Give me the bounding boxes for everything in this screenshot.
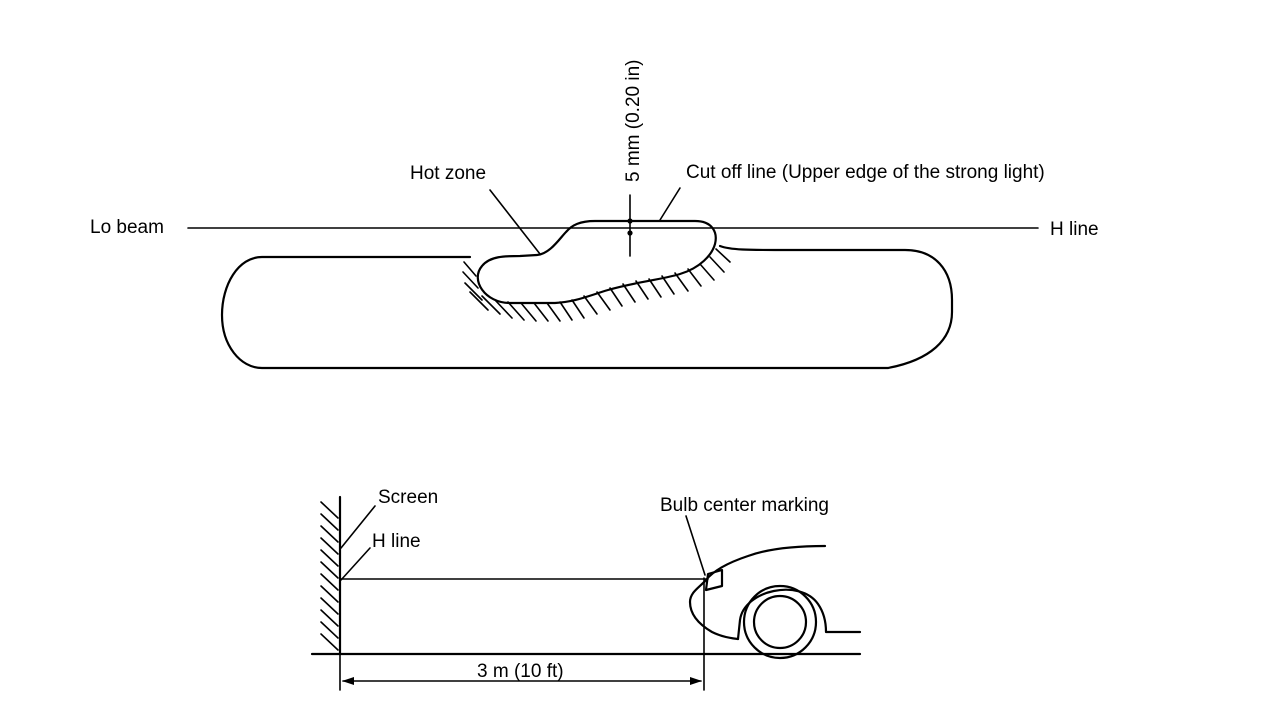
distance-label: 3 m (10 ft) [477,661,564,682]
offset-marker-dot-top [627,218,633,224]
offset-label: 5 mm (0.20 in) [623,60,644,182]
hot-zone-leader [489,189,541,255]
hot-zone-label: Hot zone [410,163,486,184]
lo-beam-label: Lo beam [90,217,164,238]
aiming-setup: Screen H line Bulb center marking 3 m (1… [310,487,862,691]
hot-zone-hatching [462,248,731,322]
wheel-inner [752,594,808,650]
car-body [688,544,827,641]
bulb-center-marking-label: Bulb center marking [660,495,829,516]
setup-h-line-label: H line [372,531,421,552]
wheel-outer [742,584,818,660]
screen-hatching [320,501,339,651]
beam-outline [220,244,954,370]
headlamp [704,568,724,592]
beam-pattern: Hot zone 5 mm (0.20 in) Cut off line (Up… [90,60,1099,370]
dimension-arrow-left [342,677,354,685]
dimension-arrow-right [690,677,702,685]
screen-leader [340,505,376,549]
h-line-label: H line [1050,219,1099,240]
offset-marker-dot-bottom [627,230,633,236]
h-line-leader [340,547,371,581]
screen-label: Screen [378,487,438,508]
cut-off-line-label: Cut off line (Upper edge of the strong l… [686,162,1045,183]
bulb-leader [685,515,706,576]
cut-off-leader [659,187,681,221]
hot-zone-shape [476,219,717,305]
